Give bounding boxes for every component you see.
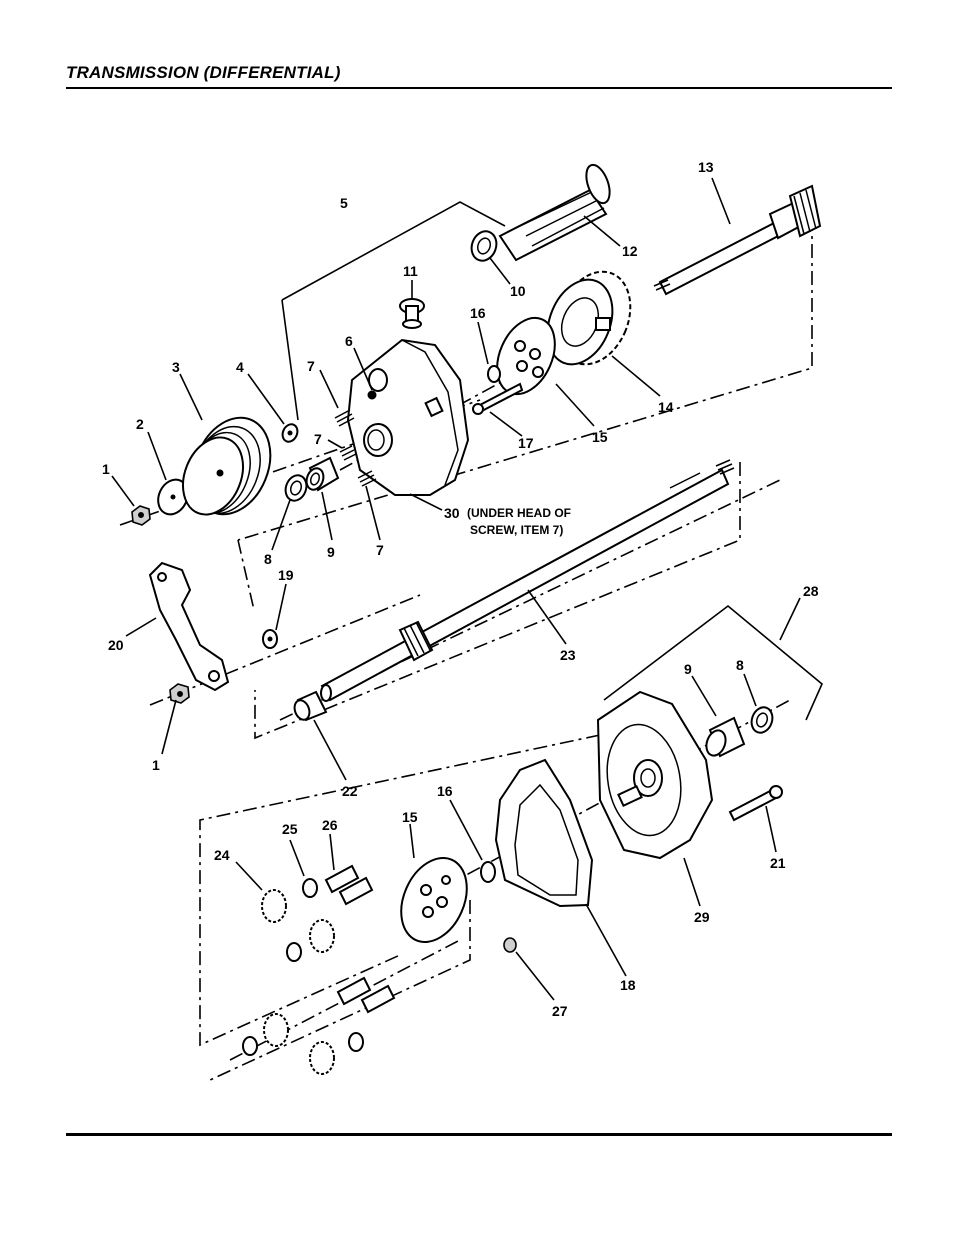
callout-23: 23	[560, 647, 576, 663]
callout-25: 25	[282, 821, 298, 837]
callout-3: 3	[172, 359, 180, 375]
part-8-bearing-lower	[750, 706, 774, 734]
callout-15-lower: 15	[402, 809, 418, 825]
part-15-carrier-plate-lower	[400, 856, 468, 944]
callout-13: 13	[698, 159, 714, 175]
callout-15-upper: 15	[592, 429, 608, 445]
part-9-bushing-lower	[705, 716, 746, 758]
callout-7-top: 7	[307, 358, 315, 374]
callout-2: 2	[136, 416, 144, 432]
part-13-pinion-shaft	[653, 184, 822, 296]
callout-28: 28	[803, 583, 819, 599]
callout-17: 17	[518, 435, 534, 451]
callout-29: 29	[694, 909, 710, 925]
part-24-pinion-gears	[261, 889, 335, 1075]
callout-30: 30	[444, 505, 460, 521]
callout-9-upper: 9	[327, 544, 335, 560]
part-8-bearing-upper	[284, 474, 308, 502]
header-rule	[66, 87, 892, 89]
callout-8-lower: 8	[736, 657, 744, 673]
part-19-washer	[262, 629, 278, 649]
callout-11: 11	[403, 263, 418, 279]
part-12-splined-shaft	[498, 163, 611, 262]
part-1-nut-upper	[131, 505, 151, 526]
part-16-washer-upper	[487, 365, 501, 383]
part-26-pins	[324, 864, 396, 1014]
callout-1-upper: 1	[102, 461, 110, 477]
part-3-pulley	[182, 416, 272, 516]
callout-6: 6	[345, 333, 353, 349]
callout-1-lower: 1	[152, 757, 160, 773]
part-1-nut-lower	[169, 683, 190, 704]
part-25-washers	[242, 878, 364, 1056]
note-under-head-line2: SCREW, ITEM 7)	[470, 523, 563, 537]
callout-labels: 1 2 3 4 5 6 7 7 7 8 9 10 11 12 13 14 15 …	[102, 159, 819, 1019]
part-18-gasket	[494, 758, 594, 908]
callout-8-upper: 8	[264, 551, 272, 567]
page-title: TRANSMISSION (DIFFERENTIAL)	[66, 63, 341, 82]
part-22-spacer	[293, 690, 328, 722]
callout-7-mid: 7	[314, 431, 322, 447]
part-11-breather-plug	[399, 298, 425, 329]
part-2-washer	[157, 478, 189, 516]
part-14-ring-gear	[546, 270, 632, 366]
callout-14: 14	[658, 399, 674, 415]
callout-20: 20	[108, 637, 124, 653]
part-21-bolt	[728, 785, 783, 822]
part-10-bearing	[470, 230, 498, 262]
callout-16-upper: 16	[470, 305, 486, 321]
callout-24: 24	[214, 847, 230, 863]
part-7-screws	[334, 409, 377, 487]
leader-lines	[111, 177, 801, 1001]
callout-4: 4	[236, 359, 244, 375]
callout-9-lower: 9	[684, 661, 692, 677]
callout-16-lower: 16	[437, 783, 453, 799]
part-29-housing-half	[596, 690, 714, 860]
footer-rule	[66, 1133, 892, 1136]
part-20-bracket	[148, 561, 230, 692]
callout-26: 26	[322, 817, 338, 833]
note-under-head-line1: (UNDER HEAD OF	[467, 506, 571, 520]
callout-19: 19	[278, 567, 294, 583]
callout-21: 21	[770, 855, 786, 871]
callout-22: 22	[342, 783, 358, 799]
part-23-axle-shaft	[320, 459, 735, 702]
part-4-washer	[281, 423, 299, 443]
callout-18: 18	[620, 977, 636, 993]
part-27-nut	[503, 937, 517, 953]
callout-12: 12	[622, 243, 638, 259]
callout-7-bottom: 7	[376, 542, 384, 558]
part-9-bushing-upper	[305, 456, 340, 492]
callout-10: 10	[510, 283, 526, 299]
callout-5: 5	[340, 195, 348, 211]
part-5-housing-half	[346, 338, 470, 496]
part-17-bolt	[472, 382, 524, 415]
callout-27: 27	[552, 1003, 568, 1019]
part-16-washer-lower	[480, 861, 496, 883]
